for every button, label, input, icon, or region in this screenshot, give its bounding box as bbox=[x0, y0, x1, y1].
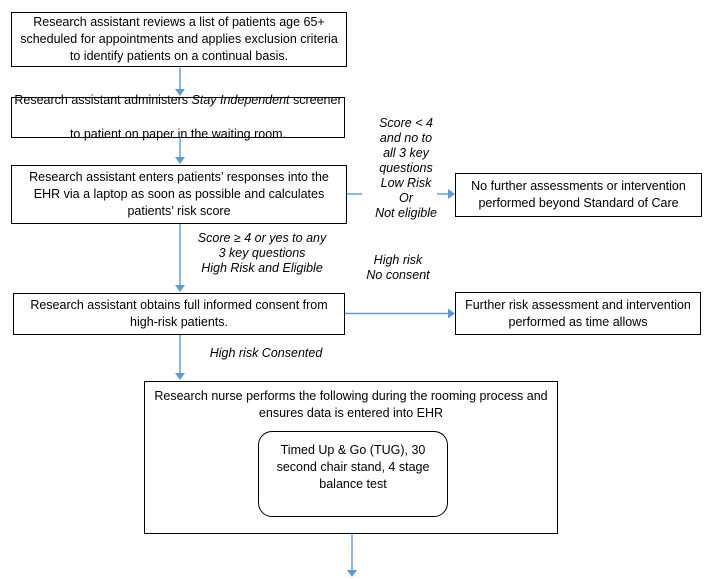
arrow-enter-responses-to-consent bbox=[175, 224, 185, 292]
box-functional-tests: Timed Up & Go (TUG), 30 second chair sta… bbox=[258, 431, 448, 517]
arrow-rooming-exit bbox=[347, 534, 357, 577]
screener-suffix: screener bbox=[289, 93, 342, 107]
box-no-further-assessment: No further assessments or intervention p… bbox=[455, 173, 702, 217]
screener-line1: Research assistant administers Stay Inde… bbox=[14, 92, 341, 109]
box-administer-screener: Research assistant administers Stay Inde… bbox=[11, 93, 345, 141]
arrow-consent-to-rooming bbox=[175, 335, 185, 380]
box-screener-text: Research assistant administers Stay Inde… bbox=[14, 75, 341, 160]
box-rooming-text: Research nurse performs the following du… bbox=[154, 389, 548, 420]
box-tests-text: Timed Up & Go (TUG), 30 second chair sta… bbox=[276, 443, 430, 491]
box-obtain-consent: Research assistant obtains full informed… bbox=[13, 293, 345, 335]
label-high-risk-eligible: Score ≥ 4 or yes to any 3 key questions … bbox=[197, 231, 327, 275]
box-review-patients: Research assistant reviews a list of pat… bbox=[11, 12, 347, 67]
screener-prefix: Research assistant administers bbox=[14, 93, 192, 107]
box-consent-text: Research assistant obtains full informed… bbox=[30, 298, 328, 329]
box-enter-responses-text: Research assistant enters patients’ resp… bbox=[29, 170, 329, 218]
box-enter-responses: Research assistant enters patients’ resp… bbox=[11, 165, 347, 224]
arrow-consent-to-time-allows bbox=[345, 308, 455, 319]
box-standard-of-care-text: No further assessments or intervention p… bbox=[471, 179, 686, 210]
box-time-allows-text: Further risk assessment and intervention… bbox=[465, 297, 691, 329]
box-further-risk-assessment: Further risk assessment and intervention… bbox=[455, 292, 701, 335]
label-high-risk-no-consent: High risk No consent bbox=[366, 253, 430, 282]
label-high-risk-consented: High risk Consented bbox=[209, 346, 323, 360]
screener-line2: to patient on paper in the waiting room. bbox=[69, 127, 287, 141]
box-review-text: Research assistant reviews a list of pat… bbox=[20, 15, 338, 63]
screener-name: Stay Independent bbox=[191, 93, 290, 107]
label-low-risk-not-eligible: Score < 4 and no to all 3 key questions … bbox=[375, 116, 437, 220]
